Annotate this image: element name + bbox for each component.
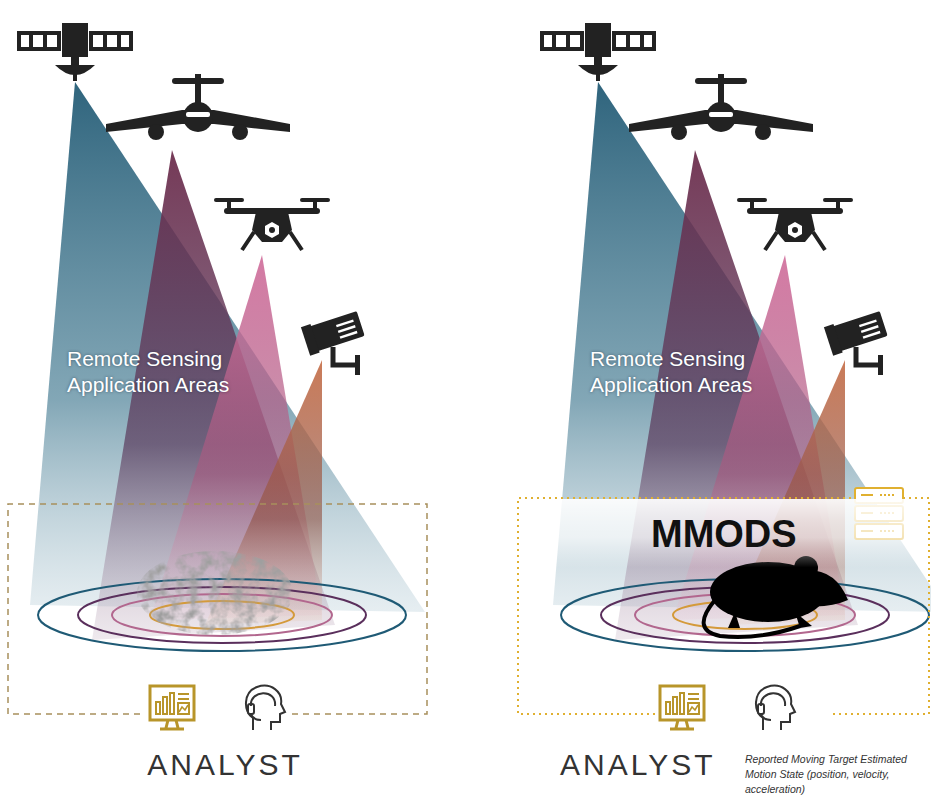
left-monitor xyxy=(150,686,194,729)
left-scene xyxy=(19,23,425,640)
mmods-region: MMODS xyxy=(519,499,928,713)
system-name: MMODS xyxy=(651,513,797,556)
role-label: ANALYST xyxy=(560,748,740,782)
output-note: Reported Moving Target Estimated Motion … xyxy=(745,752,925,797)
region-label: Remote Sensing Application Areas xyxy=(590,346,790,398)
region-label: Remote Sensing Application Areas xyxy=(67,346,267,398)
mmods-frame-dotted xyxy=(518,498,929,714)
analyst-frame-dashed xyxy=(8,504,427,714)
noisy-target-blob xyxy=(137,551,293,635)
role-label: ANALYST xyxy=(110,748,340,782)
left-head xyxy=(246,686,285,730)
